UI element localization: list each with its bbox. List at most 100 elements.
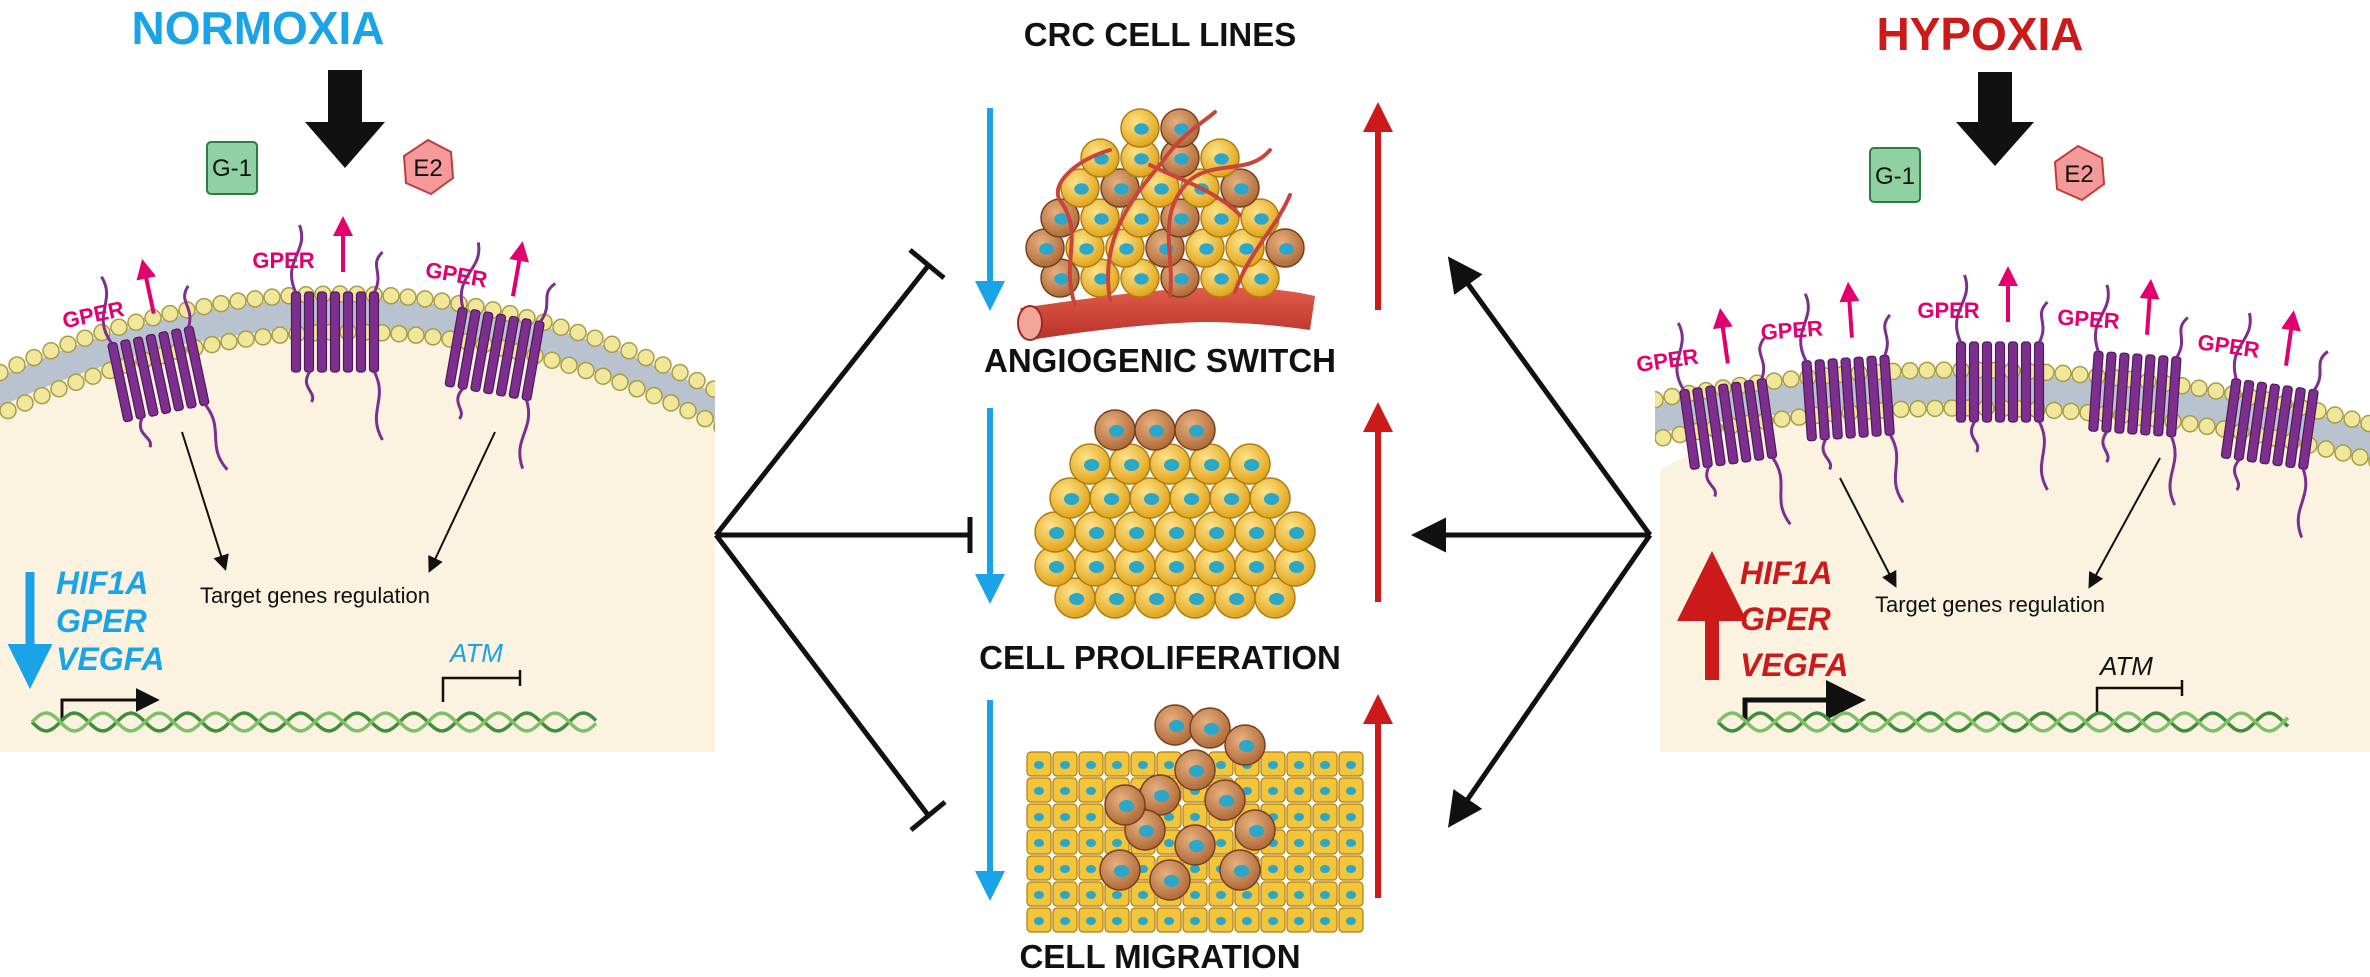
signal-arrow xyxy=(2088,457,2161,589)
lipid-head xyxy=(569,323,587,342)
lipid-head xyxy=(246,290,264,308)
lipid-head xyxy=(127,313,145,332)
lipid-head xyxy=(33,386,51,405)
cell-migration-label: CELL MIGRATION xyxy=(1019,938,1300,975)
epithelial-cell xyxy=(1104,751,1130,777)
gper-receptor: GPER xyxy=(2056,278,2189,506)
promoter-arrow xyxy=(1742,680,1866,720)
svg-text:E2: E2 xyxy=(413,155,442,182)
tumor-cell xyxy=(1254,577,1296,619)
epithelial-cell xyxy=(1130,751,1156,777)
tumor-cell xyxy=(1094,409,1136,451)
tumor-cell xyxy=(1114,511,1156,553)
epithelial-cell xyxy=(1338,855,1364,881)
capillary-sprouts xyxy=(1056,110,1292,307)
lipid-head xyxy=(696,409,714,428)
lipid-head xyxy=(586,329,604,347)
lipid-head xyxy=(552,318,570,336)
hypoxia-cytoplasm xyxy=(1660,378,2370,752)
tumor-cell xyxy=(1234,545,1276,587)
epithelial-cell xyxy=(1286,751,1312,777)
epithelial-cell xyxy=(1208,907,1234,933)
tumor-cell xyxy=(1174,824,1216,866)
epithelial-cell xyxy=(1312,803,1338,829)
hypoxia-promotes-migration xyxy=(1448,533,1653,828)
gper-receptor: GPER xyxy=(252,216,384,441)
lipid-head xyxy=(1782,370,1800,388)
effect-connectors xyxy=(714,248,1653,832)
gper-receptor: GPER xyxy=(2196,310,2329,539)
lipid-head xyxy=(0,401,17,420)
lipid-head xyxy=(1663,387,1681,406)
lipid-head xyxy=(424,328,442,346)
epithelial-cell xyxy=(1130,907,1156,933)
epithelial-cell xyxy=(1052,855,1078,881)
lipid-head xyxy=(2045,401,2063,420)
tumor-cell xyxy=(1204,779,1246,821)
epithelial-cell xyxy=(1286,777,1312,803)
tumor-cell xyxy=(1160,108,1200,148)
epithelial-cell xyxy=(1338,907,1364,933)
tumor-cell xyxy=(1100,168,1140,208)
tumor-cell xyxy=(1025,228,1065,268)
tumor-cell xyxy=(1209,477,1251,519)
hypoxia-dna xyxy=(1716,711,2290,733)
tumor-cell xyxy=(1174,749,1216,791)
lipid-head xyxy=(1655,429,1672,447)
lipid-head xyxy=(2071,365,2089,384)
epithelial-cell xyxy=(1312,829,1338,855)
epithelial-cell xyxy=(1286,907,1312,933)
lipid-head xyxy=(59,335,77,354)
tumor-cell xyxy=(1120,258,1160,298)
epithelial-cell xyxy=(1052,907,1078,933)
lipid-head xyxy=(195,297,213,316)
signal-arrow xyxy=(1839,477,1897,588)
lipid-head xyxy=(1773,410,1791,428)
lipid-head xyxy=(50,380,68,398)
epithelial-cell xyxy=(1078,829,1104,855)
lipid-head xyxy=(76,329,94,347)
signal-arrow xyxy=(181,431,229,572)
lipid-head xyxy=(543,351,561,370)
gper-label: GPER xyxy=(1635,344,1700,377)
tumor-cell xyxy=(1060,168,1100,208)
epithelial-cell xyxy=(1312,751,1338,777)
lipid-head xyxy=(2334,444,2352,462)
epithelial-cell xyxy=(1078,881,1104,907)
lipid-head xyxy=(2062,402,2080,421)
epithelial-cell xyxy=(1312,777,1338,803)
tumor-cell xyxy=(1080,198,1120,238)
lipid-head xyxy=(0,363,9,382)
atm-gene-label: ATM xyxy=(2098,651,2153,681)
lipid-head xyxy=(1901,362,1919,380)
normoxia-dna xyxy=(30,711,598,733)
epithelial-cell xyxy=(1182,803,1208,829)
tumor-cell xyxy=(1069,443,1111,485)
lipid-head xyxy=(2207,382,2225,400)
blood-vessel xyxy=(1020,287,1315,340)
tumor-cell xyxy=(1104,784,1146,826)
e2-ligand: E2 xyxy=(2053,144,2106,202)
lipid-head xyxy=(577,361,595,380)
epithelial-cell xyxy=(1026,907,1052,933)
epithelial-cell xyxy=(1286,803,1312,829)
lipid-head xyxy=(560,356,578,374)
lipid-head xyxy=(645,386,663,405)
epithelial-cell xyxy=(1026,777,1052,803)
gper-up-arrow xyxy=(2139,278,2160,335)
tumor-cell xyxy=(1089,477,1131,519)
epithelial-cell xyxy=(1052,803,1078,829)
lipid-head xyxy=(688,371,706,390)
lipid-head xyxy=(161,304,179,323)
lipid-head xyxy=(2054,364,2072,383)
target-genes-label: Target genes regulation xyxy=(200,583,430,608)
tumor-cell xyxy=(1149,859,1191,901)
lipid-head xyxy=(254,328,272,346)
lipid-head xyxy=(2190,379,2208,398)
epithelial-cell xyxy=(1286,829,1312,855)
lipid-head xyxy=(1765,372,1783,390)
lipid-head xyxy=(220,332,238,351)
